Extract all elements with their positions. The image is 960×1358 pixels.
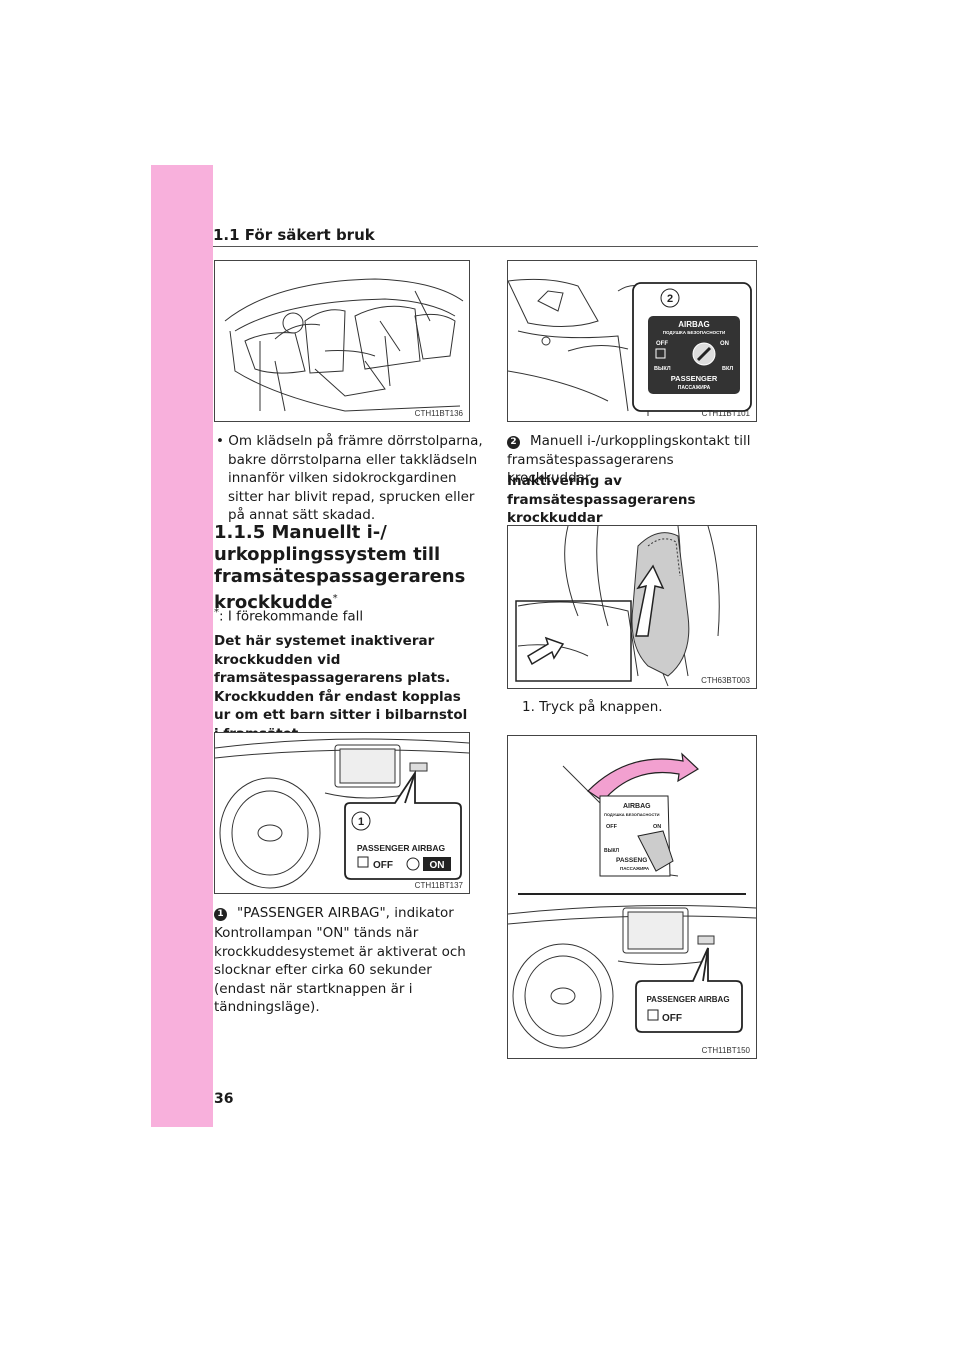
fig3-off-label: OFF <box>373 860 393 871</box>
fig5-ru-top-label: ПОДУШКА БЕЗОПАСНОСТИ <box>604 812 660 817</box>
press-button-illustration <box>515 526 720 687</box>
heading-asterisk: * <box>332 593 338 604</box>
fig5-airbag-label: AIRBAG <box>623 803 651 810</box>
item-2-text: Manuell i-/urkopplingskontakt till frams… <box>507 433 751 486</box>
figure-dashboard-indicator: 1 PASSENGER AIRBAG OFF ON CTH11BT137 <box>214 732 470 894</box>
fig3-passenger-airbag-label: PASSENGER AIRBAG <box>357 843 446 853</box>
item-number-2: 2 <box>507 436 520 449</box>
figure-press-button: CTH63BT003 <box>507 525 757 689</box>
passenger-seat-icon <box>655 348 666 359</box>
console-switch-illustration: 2 AIRBAG ПОДУШКА БЕЗОПАСНОСТИ OFF ON ВЫК… <box>508 278 752 416</box>
arrow-up-icon <box>635 564 665 637</box>
heading-text: 1.1.5 Manuellt i-/ urkopplingssystem til… <box>214 522 466 613</box>
fig2-passenger-label: PASSENGER <box>671 374 718 383</box>
fig5-passenger-airbag-label: PASSENGER AIRBAG <box>646 995 729 1004</box>
figure-code: CTH11BT136 <box>414 409 463 418</box>
item-1-text: "PASSENGER AIRBAG", indikator <box>237 905 454 921</box>
fig2-ru-top-label: ПОДУШКА БЕЗОПАСНОСТИ <box>663 330 726 335</box>
fig5-passenger-label: PASSENG <box>616 857 647 864</box>
fig2-vykl-label: ВЫКЛ <box>654 366 671 372</box>
fig2-callout-number: 2 <box>667 293 673 305</box>
footnote-asterisk: * <box>214 607 219 618</box>
figure-code: CTH11BT101 <box>701 409 750 418</box>
fig2-vkl-label: ВКЛ <box>722 366 733 372</box>
item-number-1: 1 <box>214 908 227 921</box>
bullet-item: • Om klädseln på främre dörrstolparna, b… <box>214 432 484 525</box>
list-item-1: 1 "PASSENGER AIRBAG", indikator <box>214 904 470 923</box>
passenger-seat-icon <box>647 1009 659 1021</box>
section-header: 1.1 För säkert bruk <box>213 226 375 244</box>
fig2-on-label: ON <box>720 341 729 347</box>
subheading: Inaktivering av framsätespassagerarens k… <box>507 473 696 526</box>
fig5-off-label: OFF <box>606 824 618 830</box>
key-in-switch <box>637 830 674 872</box>
step-1: 1. Tryck på knappen. <box>522 699 663 715</box>
footnote-text: : I förekommande fall <box>219 608 364 625</box>
figure-car-interior: CTH11BT136 <box>214 260 470 422</box>
rotate-arrow-icon <box>587 752 699 802</box>
intro-bold-paragraph: Det här systemet inaktiverar krockkudden… <box>214 633 468 742</box>
page-number: 36 <box>214 1091 234 1107</box>
figure-console-switch: 2 AIRBAG ПОДУШКА БЕЗОПАСНОСТИ OFF ON ВЫК… <box>507 260 757 422</box>
fig5-on-label: ON <box>653 824 661 830</box>
car-interior-illustration <box>224 278 464 412</box>
figure-turn-switch: AIRBAG ПОДУШКА БЕЗОПАСНОСТИ OFF ON ВЫКЛ … <box>507 735 757 1059</box>
bullet-text: Om klädseln på främre dörrstolparna, bak… <box>228 433 483 523</box>
fig2-off-label: OFF <box>656 341 668 347</box>
fig3-callout-number: 1 <box>358 816 364 828</box>
header-divider <box>213 246 758 247</box>
fig2-ru-bottom-label: ПАССАЖИРА <box>678 385 711 391</box>
arrow-right-icon <box>527 636 565 666</box>
footnote: *: I förekommande fall <box>214 604 470 626</box>
passenger-seat-icon <box>357 856 369 868</box>
turn-switch-illustration: AIRBAG ПОДУШКА БЕЗОПАСНОСТИ OFF ON ВЫКЛ … <box>508 752 756 1049</box>
fig2-airbag-label: AIRBAG <box>678 320 710 329</box>
airbag-status-icon <box>406 857 420 871</box>
chapter-sidebar-tab <box>151 165 213 1127</box>
fig5-off-indicator-label: OFF <box>662 1013 682 1024</box>
fig5-vykl-label: ВЫКЛ <box>604 848 620 854</box>
dashboard-illustration: 1 PASSENGER AIRBAG OFF ON <box>215 738 469 889</box>
figure-code: CTH11BT150 <box>701 1046 750 1055</box>
indicator-paragraph: Kontrollampan "ON" tänds när krockkuddes… <box>214 925 466 1015</box>
section-heading: 1.1.5 Manuellt i-/ urkopplingssystem til… <box>214 522 470 614</box>
fig5-ru-bottom-label: ПАССАЖИРА <box>620 866 650 871</box>
bullet-dot: • <box>216 433 229 449</box>
figure-code: CTH63BT003 <box>701 676 750 685</box>
figure-code: CTH11BT137 <box>414 881 463 890</box>
fig3-on-label: ON <box>430 860 445 871</box>
